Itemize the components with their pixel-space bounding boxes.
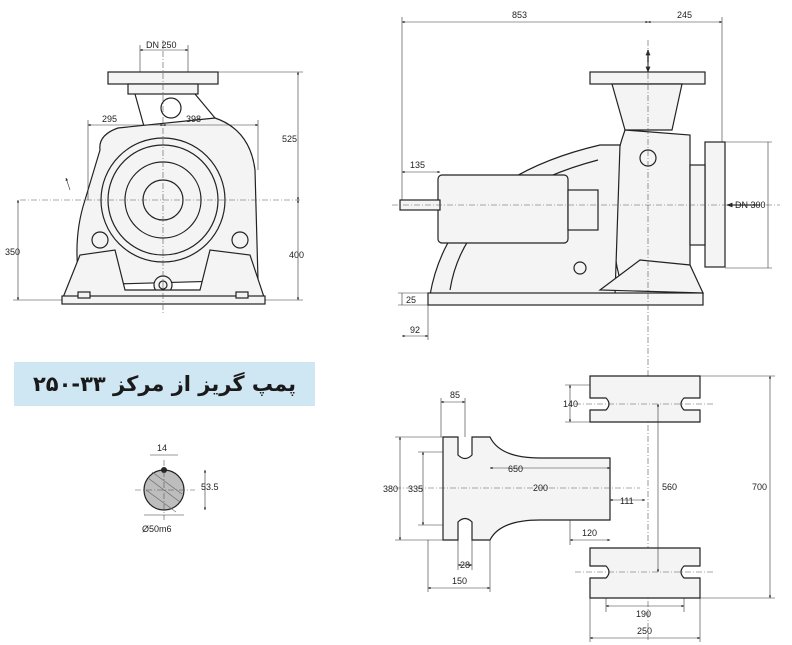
foot-plates bbox=[565, 375, 775, 642]
front-flange-label: DN 250 bbox=[146, 40, 177, 50]
front-dim-top: 525 bbox=[282, 134, 297, 144]
title-banner: پمپ گریز از مرکز ۳۳-۲۵۰ bbox=[14, 362, 315, 406]
side-dim-shaft-ext: 135 bbox=[410, 160, 425, 170]
foot-dim-outer: 250 bbox=[637, 626, 652, 636]
base-dim-slot-bottom: 28 bbox=[460, 560, 470, 570]
base-dim-bottom: 150 bbox=[452, 576, 467, 586]
foot-dim-total: 700 bbox=[752, 482, 767, 492]
side-dim-outlet: 245 bbox=[677, 10, 692, 20]
shaft-dim-diameter: Ø50m6 bbox=[142, 524, 172, 534]
foot-dim-top: 140 bbox=[563, 399, 578, 409]
base-dim-slot: 85 bbox=[450, 390, 460, 400]
front-dim-left: 295 bbox=[102, 114, 117, 124]
base-dim-length: 650 bbox=[508, 464, 523, 474]
foot-dim-spacing: 560 bbox=[662, 482, 677, 492]
side-dim-length: 853 bbox=[512, 10, 527, 20]
base-dim-width-outer: 380 bbox=[383, 484, 398, 494]
base-dim-end: 111 bbox=[620, 496, 634, 506]
front-dim-shaft-height: 350 bbox=[5, 247, 20, 257]
shaft-dim-key: 14 bbox=[157, 443, 167, 453]
page-title: پمپ گریز از مرکز ۳۳-۲۵۰ bbox=[32, 372, 297, 396]
side-view bbox=[392, 17, 780, 640]
base-plate bbox=[395, 398, 646, 592]
shaft-dim-height: 53.5 bbox=[201, 482, 219, 492]
front-view bbox=[13, 40, 303, 315]
foot-dim-inner: 190 bbox=[636, 609, 651, 619]
side-dim-base: 92 bbox=[410, 325, 420, 335]
base-dim-end-width: 120 bbox=[582, 528, 597, 538]
front-dim-bottom: 400 bbox=[289, 250, 304, 260]
side-dim-foot: 25 bbox=[406, 295, 416, 305]
base-dim-center: 200 bbox=[533, 483, 548, 493]
base-dim-width-inner: 335 bbox=[408, 484, 423, 494]
shaft-section bbox=[135, 454, 207, 520]
side-inlet-label: DN 300 bbox=[735, 200, 766, 210]
front-dim-right: 398 bbox=[186, 114, 201, 124]
